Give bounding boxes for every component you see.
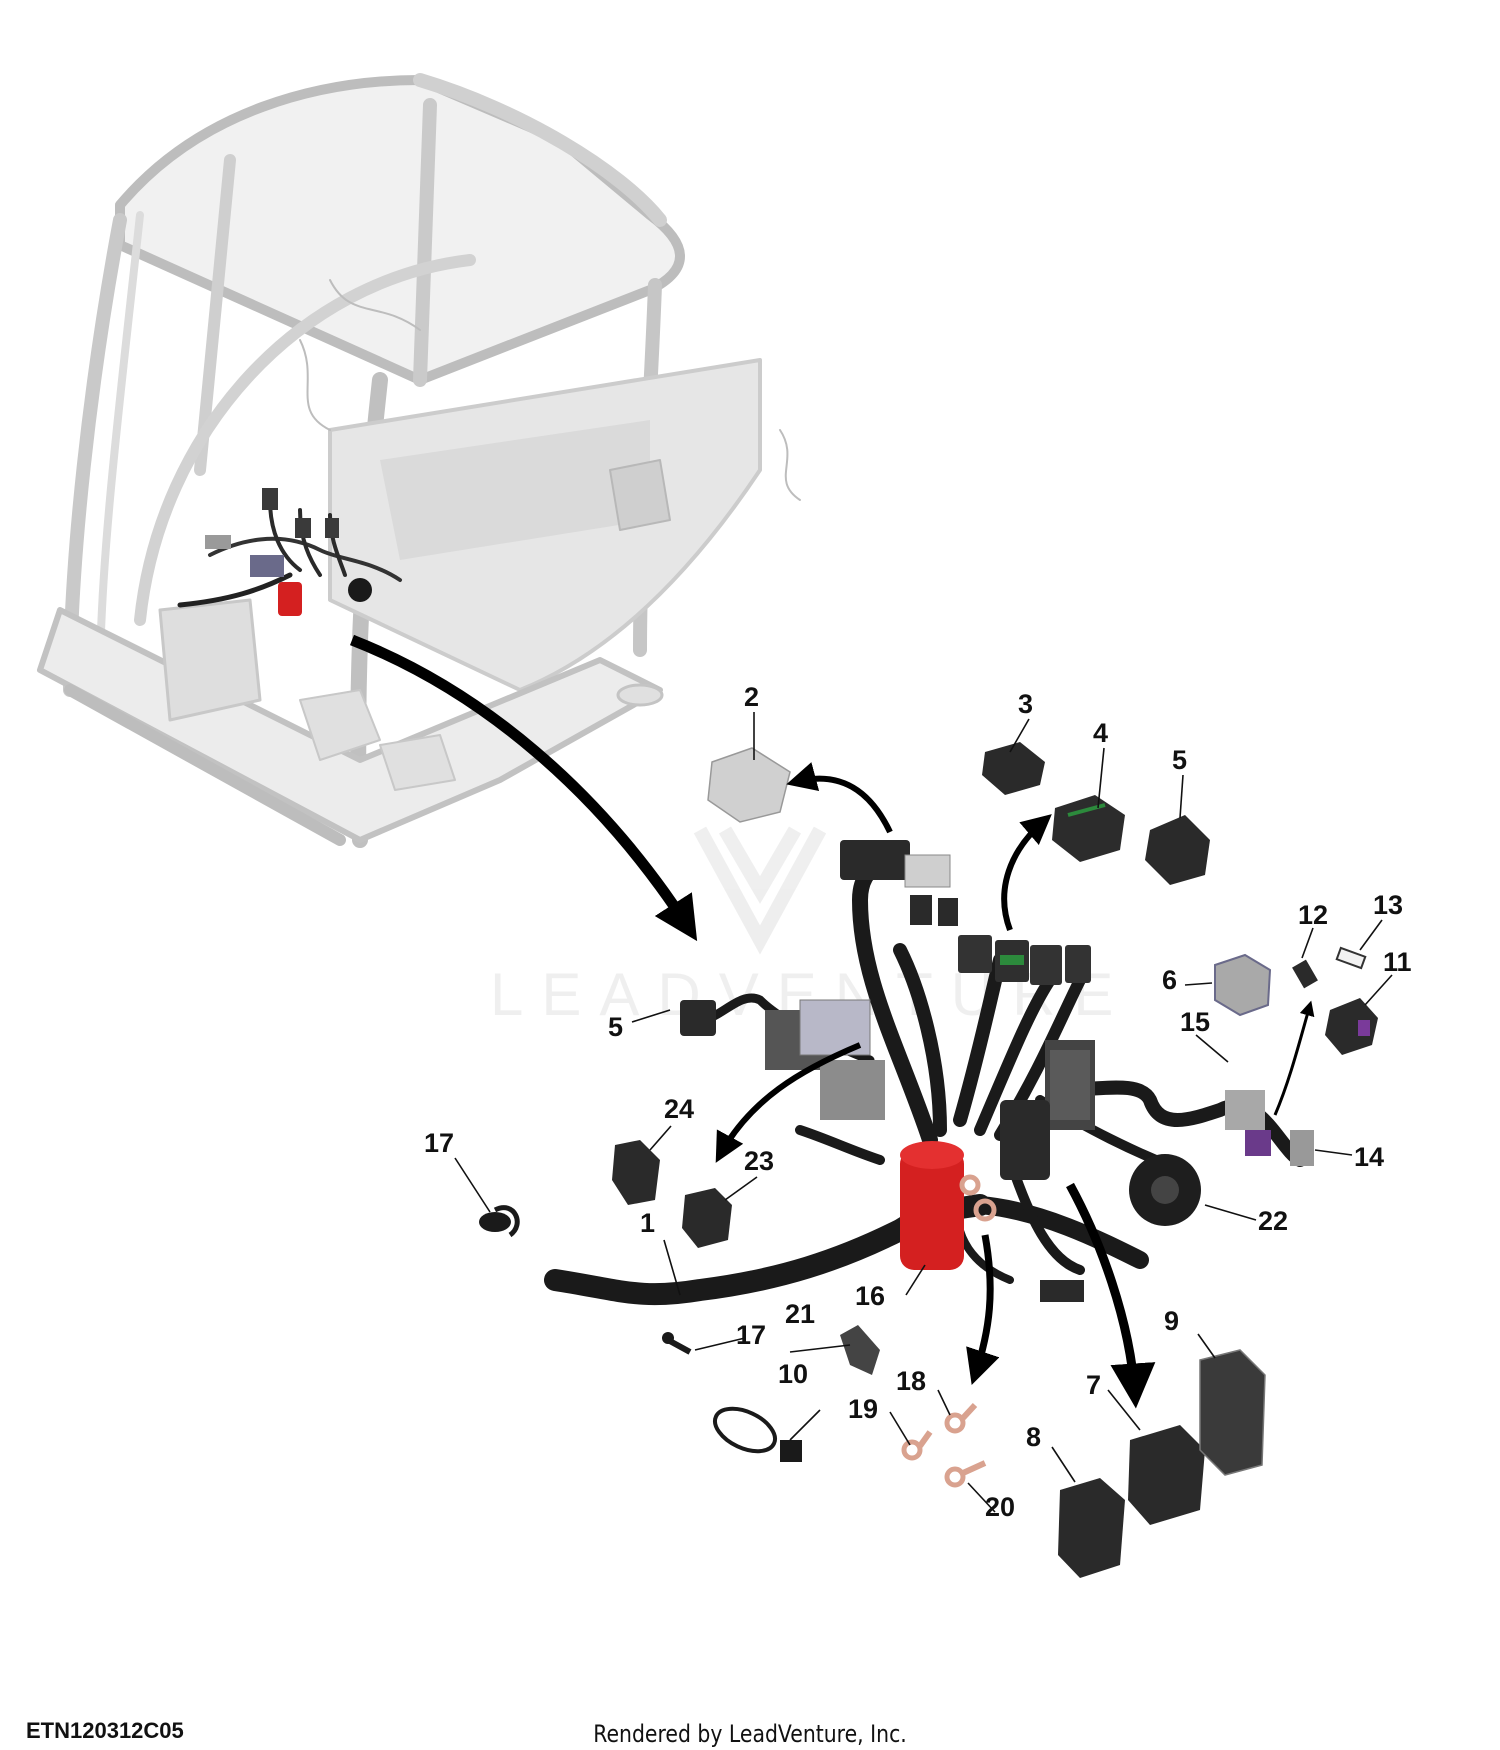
leader-lines — [454, 712, 1393, 1513]
callout-4: 4 — [1093, 718, 1108, 748]
callout-6: 6 — [1162, 965, 1177, 995]
callout-20: 20 — [985, 1492, 1015, 1522]
part-12 — [1292, 959, 1318, 989]
loose-parts — [479, 742, 1378, 1578]
callout-1: 1 — [640, 1208, 655, 1238]
callout-14: 14 — [1354, 1142, 1384, 1172]
detail-arrow — [349, 634, 698, 942]
callout-5-upper: 5 — [1172, 745, 1187, 775]
part-20 — [944, 1460, 987, 1488]
callout-5-left: 5 — [608, 1012, 623, 1042]
part-13 — [1335, 946, 1367, 970]
callout-16: 16 — [855, 1281, 885, 1311]
part-9 — [1199, 1349, 1266, 1476]
part-17-lower — [662, 1332, 692, 1355]
diagram-id-label: ETN120312C05 — [26, 1718, 184, 1743]
part-6 — [1214, 953, 1272, 1017]
callout-9: 9 — [1164, 1306, 1179, 1336]
harness-components — [680, 840, 1314, 1302]
flow-arrows — [715, 762, 1315, 1409]
callout-21: 21 — [785, 1299, 815, 1329]
part-8 — [1058, 1478, 1125, 1578]
render-credit: Rendered by LeadVenture, Inc. — [593, 1720, 907, 1748]
callout-17-upper: 17 — [424, 1128, 454, 1158]
callout-24: 24 — [664, 1094, 694, 1124]
callout-17-lower: 17 — [736, 1320, 766, 1350]
callout-7: 7 — [1086, 1370, 1101, 1400]
part-17-upper — [479, 1205, 520, 1238]
part-7 — [1128, 1425, 1205, 1525]
callout-2: 2 — [744, 682, 759, 712]
part-24 — [612, 1140, 660, 1205]
part-18 — [944, 1402, 978, 1434]
part-5-upper — [1145, 815, 1210, 885]
part-23 — [682, 1188, 732, 1248]
part-3 — [982, 742, 1045, 795]
callout-11: 11 — [1383, 947, 1412, 977]
callout-19: 19 — [848, 1394, 878, 1424]
callout-22: 22 — [1258, 1206, 1288, 1236]
callout-13: 13 — [1373, 890, 1403, 920]
callout-3: 3 — [1018, 689, 1033, 719]
callout-8: 8 — [1026, 1422, 1041, 1452]
part-21 — [840, 1325, 880, 1375]
part-19 — [901, 1430, 933, 1461]
part-2 — [707, 747, 791, 823]
cab-overview — [37, 73, 801, 848]
callout-labels: 2 3 4 5 5 6 12 13 11 15 14 22 24 23 17 1… — [424, 682, 1412, 1522]
part-11 — [1325, 998, 1378, 1055]
callout-10: 10 — [778, 1359, 808, 1389]
callout-12: 12 — [1298, 900, 1328, 930]
callout-23: 23 — [744, 1146, 774, 1176]
callout-18: 18 — [896, 1366, 926, 1396]
callout-15: 15 — [1180, 1007, 1210, 1037]
part-4 — [1052, 795, 1125, 862]
part-10 — [713, 1406, 802, 1462]
